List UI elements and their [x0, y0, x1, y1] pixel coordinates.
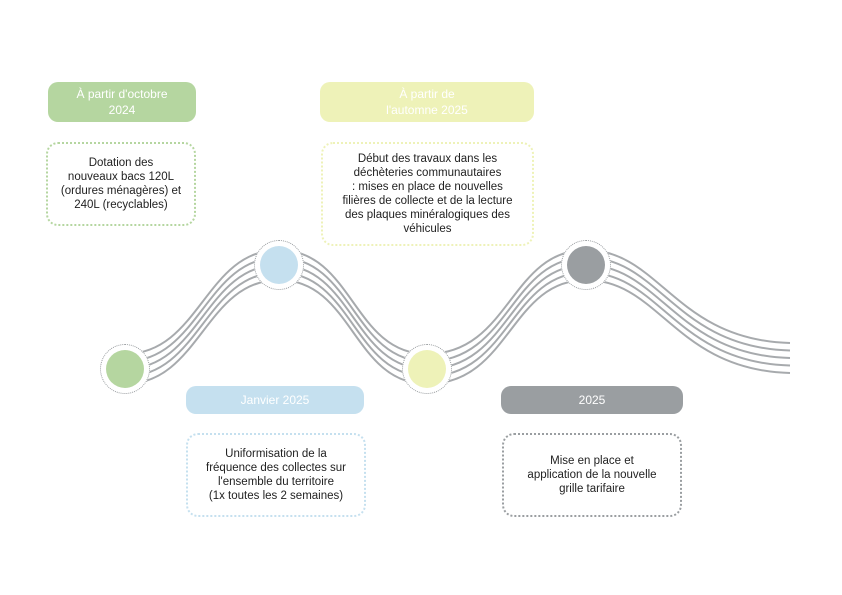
milestone-1-node: [100, 344, 150, 394]
milestone-2-date: Janvier 2025: [186, 386, 364, 414]
milestone-2-description: Uniformisation de la fréquence des colle…: [186, 433, 366, 517]
milestone-3-description: Début des travaux dans les déchèteries c…: [321, 142, 534, 246]
milestone-3-node: [402, 344, 452, 394]
milestone-4-description: Mise en place et application de la nouve…: [502, 433, 682, 517]
milestone-2-node: [254, 240, 304, 290]
milestone-4-node: [561, 240, 611, 290]
milestone-1-date: À partir d'octobre 2024: [48, 82, 196, 122]
milestone-4-date: 2025: [501, 386, 683, 414]
milestone-3-date: À partir de l'automne 2025: [320, 82, 534, 122]
milestone-1-description: Dotation des nouveaux bacs 120L (ordures…: [46, 142, 196, 226]
